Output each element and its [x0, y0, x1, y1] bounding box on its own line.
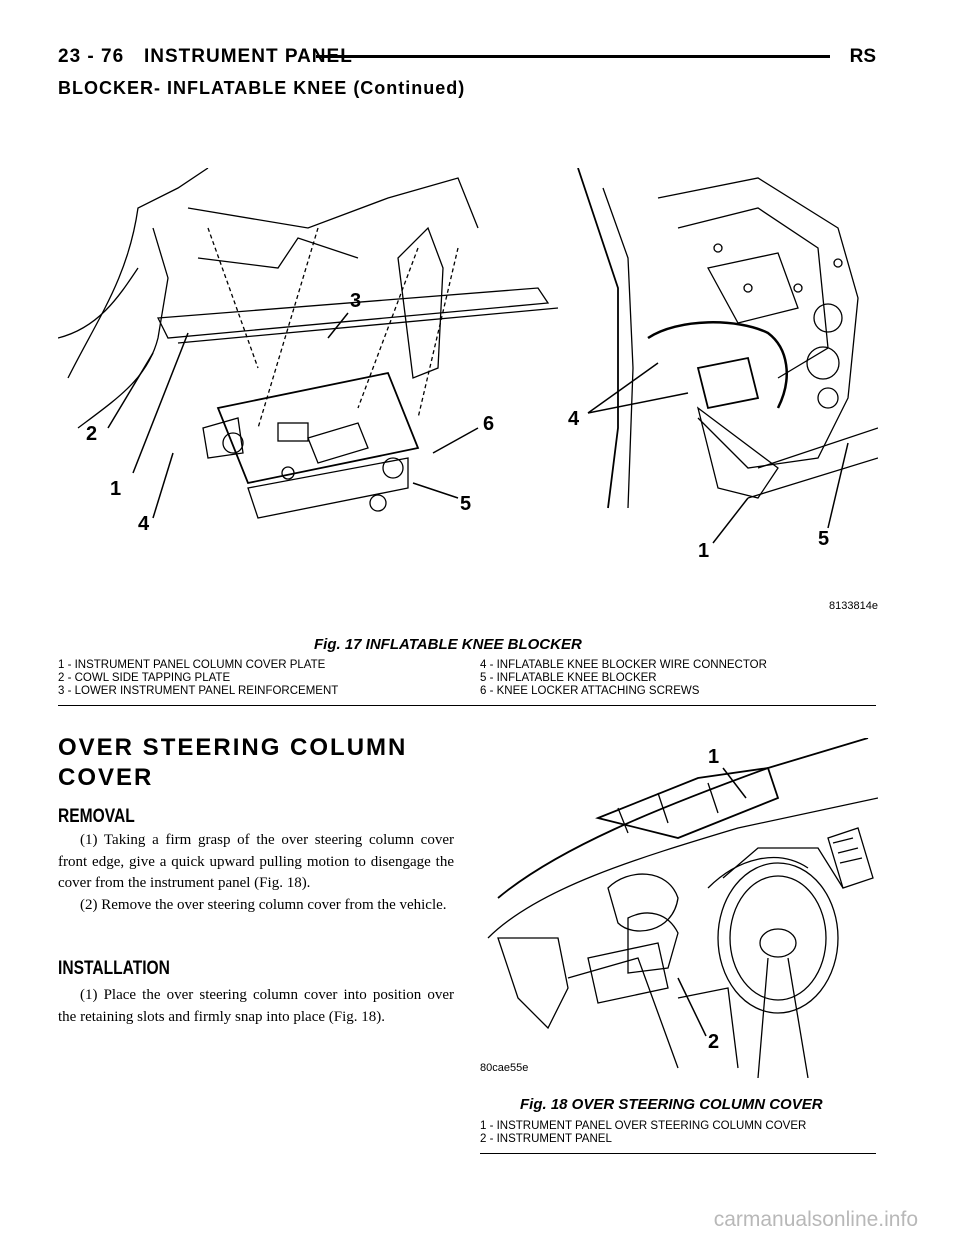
removal-step-2-text: (2) Remove the over steering column cove…	[80, 897, 447, 913]
installation-step-1: (1) Place the over steering column cover…	[58, 985, 454, 1028]
figure-17-callout: 1	[110, 478, 122, 500]
figure-18-illustration: 1 2 80cae55e	[478, 737, 879, 1079]
manual-code: RS	[849, 46, 876, 67]
figure-18-callout: 1	[708, 746, 720, 768]
figure-17-callout: 1	[698, 540, 710, 562]
removal-heading: REMOVAL	[58, 806, 135, 827]
removal-step-1: (1) Taking a firm grasp of the over stee…	[58, 830, 454, 895]
figure-17-callout: 3	[350, 290, 362, 312]
legend-item: 1 - INSTRUMENT PANEL OVER STEERING COLUM…	[480, 1120, 807, 1132]
removal-step-2: (2) Remove the over steering column cove…	[58, 895, 454, 917]
legend-item: 2 - COWL SIDE TAPPING PLATE	[58, 672, 231, 684]
legend-item: 3 - LOWER INSTRUMENT PANEL REINFORCEMENT	[58, 685, 339, 697]
installation-heading: INSTALLATION	[58, 958, 170, 979]
figure-17-legend-left: 1 - INSTRUMENT PANEL COLUMN COVER PLATE …	[58, 659, 468, 698]
figure-18-art-id: 80cae55e	[480, 1062, 529, 1074]
section-title: OVER STEERING COLUMN COVER	[58, 734, 408, 791]
figure-17-rule	[58, 705, 876, 706]
page-number: 23 - 76	[58, 46, 125, 67]
watermark: carmanualsonline.info	[713, 1208, 918, 1231]
figure-18-callout: 2	[708, 1031, 720, 1053]
figure-18-caption: Fig. 18 OVER STEERING COLUMN COVER	[520, 1096, 823, 1113]
legend-item: 4 - INFLATABLE KNEE BLOCKER WIRE CONNECT…	[480, 659, 767, 671]
figure-17-callout: 5	[818, 528, 830, 550]
legend-item: 1 - INSTRUMENT PANEL COLUMN COVER PLATE	[58, 659, 326, 671]
figure-18-rule	[480, 1153, 876, 1154]
figure-18-legend: 1 - INSTRUMENT PANEL OVER STEERING COLUM…	[480, 1120, 880, 1146]
figure-17-callout: 4	[568, 408, 580, 430]
figure-17-callout: 4	[138, 513, 150, 535]
figure-17-art-id: 8133814e	[829, 600, 878, 612]
figure-17-callout: 5	[460, 493, 472, 515]
continued-title: BLOCKER- INFLATABLE KNEE (Continued)	[58, 78, 466, 98]
page-header: 23 - 76 INSTRUMENT PANEL RS	[58, 46, 876, 70]
figure-17-callout: 6	[483, 413, 495, 435]
figure-17-callout: 2	[86, 423, 98, 445]
installation-step-1-text: (1) Place the over steering column cover…	[58, 987, 454, 1025]
removal-step-1-text: (1) Taking a firm grasp of the over stee…	[58, 832, 454, 891]
figure-17-illustration: 2 1 3 4 5 6 4 1 5 8133814e	[57, 167, 879, 628]
legend-item: 5 - INFLATABLE KNEE BLOCKER	[480, 672, 657, 684]
figure-17-legend-right: 4 - INFLATABLE KNEE BLOCKER WIRE CONNECT…	[480, 659, 880, 698]
legend-item: 6 - KNEE LOCKER ATTACHING SCREWS	[480, 685, 700, 697]
header-rule	[316, 55, 830, 58]
legend-item: 2 - INSTRUMENT PANEL	[480, 1133, 612, 1145]
section-name: INSTRUMENT PANEL	[144, 46, 353, 67]
figure-17-caption: Fig. 17 INFLATABLE KNEE BLOCKER	[314, 636, 582, 653]
